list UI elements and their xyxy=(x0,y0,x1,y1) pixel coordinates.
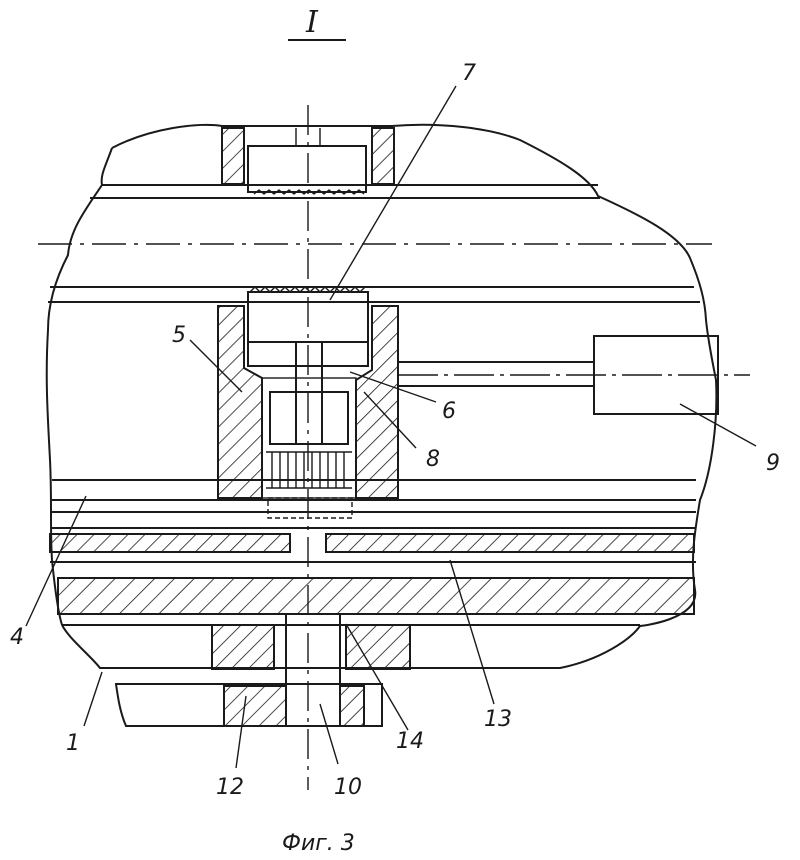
clamp-right xyxy=(340,686,364,726)
clamp-12 xyxy=(224,686,286,726)
callout-10: 10 xyxy=(334,775,362,800)
inner-sleeve xyxy=(270,392,348,444)
plate-13-right xyxy=(326,534,694,552)
top-housing-left-wall xyxy=(222,128,244,184)
housing-5-left xyxy=(218,306,262,498)
callout-1: 1 xyxy=(66,731,80,756)
pin-10 xyxy=(286,614,340,726)
callout-7: 7 xyxy=(462,61,476,86)
bushing-left xyxy=(212,625,274,669)
callout-6: 6 xyxy=(442,399,456,424)
housing-5-right xyxy=(356,306,398,498)
callout-4: 4 xyxy=(10,625,24,650)
callout-14: 14 xyxy=(396,729,424,754)
callout-12: 12 xyxy=(216,775,244,800)
section-title: I xyxy=(305,5,319,40)
callout-9: 9 xyxy=(766,451,780,476)
plate-13-left xyxy=(50,534,290,552)
base-plate xyxy=(58,578,694,614)
callout-13: 13 xyxy=(484,707,512,732)
spring-8-coils xyxy=(266,452,352,488)
figure-caption: Фиг. 3 xyxy=(282,831,355,856)
callout-8: 8 xyxy=(426,447,440,472)
top-housing-right-wall xyxy=(372,128,394,184)
callout-5: 5 xyxy=(172,323,186,348)
bushing-14 xyxy=(346,625,410,669)
